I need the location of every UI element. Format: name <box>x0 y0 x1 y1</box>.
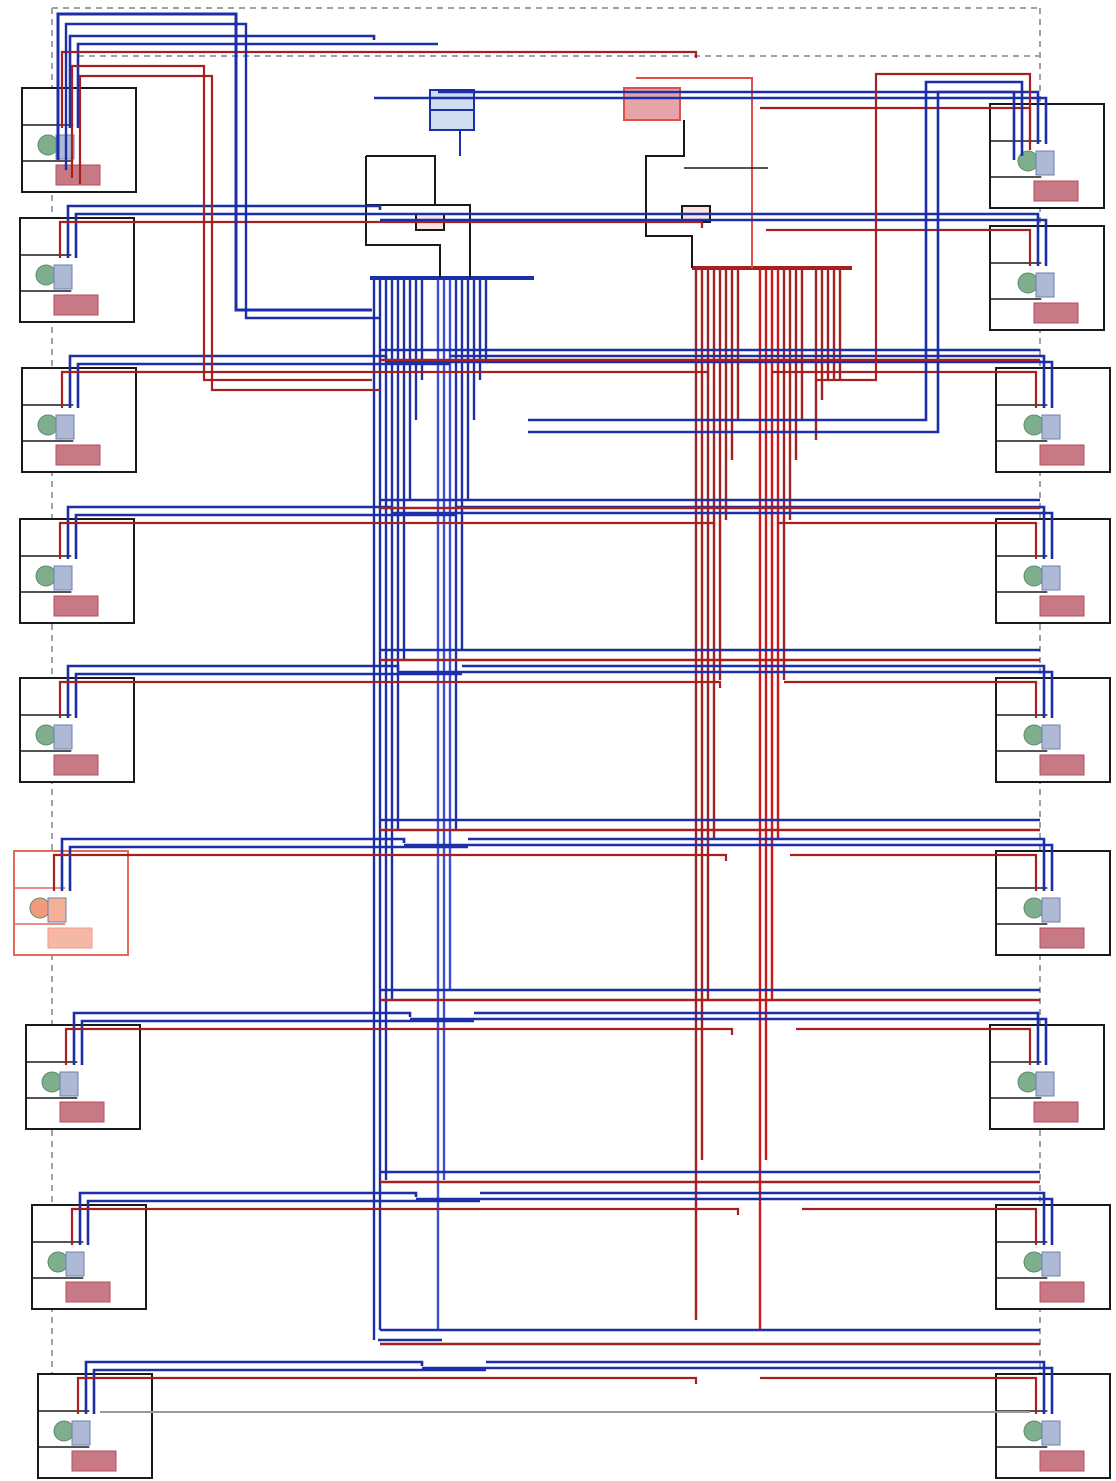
coil-icon <box>1036 151 1054 175</box>
coil-icon <box>54 265 72 289</box>
supply-branch-right <box>392 513 1052 559</box>
return-branch-left <box>62 52 696 128</box>
unit-nameplate-icon <box>56 445 100 465</box>
unit-nameplate-icon <box>1040 1282 1084 1302</box>
unit-nameplate-icon <box>1034 181 1078 201</box>
supply-main-top-right <box>528 82 1022 420</box>
fan-coil-icon <box>36 725 56 745</box>
coil-icon <box>1042 898 1060 922</box>
unit-nameplate-icon <box>54 596 98 616</box>
fan-coil-icon <box>1018 1072 1038 1092</box>
coil-icon <box>54 725 72 749</box>
coil-icon <box>56 415 74 439</box>
unit-nameplate-icon <box>1040 1451 1084 1471</box>
supply-branch-right <box>422 1368 1052 1414</box>
supply-branch-right <box>438 92 1038 144</box>
fan-coil-icon <box>30 898 50 918</box>
return-branch-left <box>72 1209 738 1245</box>
fan-coil-icon <box>48 1252 68 1272</box>
fan-coil-icon <box>1024 1252 1044 1272</box>
supply-branch-right <box>486 1362 1044 1414</box>
supply-branch-right <box>474 1013 1038 1065</box>
return-riser-bundle <box>692 268 852 1330</box>
unit-nameplate-icon <box>48 928 92 948</box>
unit-nameplate-icon <box>1040 928 1084 948</box>
fan-coil-icon <box>1024 898 1044 918</box>
supply-branch-right <box>450 356 1044 408</box>
unit-nameplate-icon <box>60 1102 104 1122</box>
return-branch-left <box>66 1029 732 1065</box>
supply-branch-right <box>468 839 1044 891</box>
coil-icon <box>48 898 66 922</box>
coil-icon <box>66 1252 84 1276</box>
supply-branch-right <box>462 666 1044 718</box>
coil-icon <box>1042 1421 1060 1445</box>
fan-coil-icon <box>1024 1421 1044 1441</box>
supply-branch-right <box>456 507 1044 559</box>
fan-coil-icon <box>36 566 56 586</box>
return-pump-loop <box>646 120 692 268</box>
supply-branch-right <box>404 845 1052 891</box>
unit-nameplate-icon <box>1034 303 1078 323</box>
fan-coil-icon <box>38 135 58 155</box>
return-branch-left <box>60 682 720 718</box>
fan-coil-icon <box>1024 725 1044 745</box>
coil-icon <box>1042 725 1060 749</box>
unit-nameplate-icon <box>56 165 100 185</box>
unit-nameplate-icon <box>54 295 98 315</box>
unit-nameplate-icon <box>1040 755 1084 775</box>
unit-nameplate-icon <box>66 1282 110 1302</box>
coil-icon <box>60 1072 78 1096</box>
unit-nameplate-icon <box>54 755 98 775</box>
unit-nameplate-icon <box>72 1451 116 1471</box>
supply-branch-right <box>410 1019 1046 1065</box>
coil-icon <box>1042 1252 1060 1276</box>
coil-icon <box>72 1421 90 1445</box>
return-branch-left <box>78 1378 696 1414</box>
supply-branch-right <box>416 1199 1052 1245</box>
unit-nameplate-icon <box>1040 445 1084 465</box>
return-branch-left <box>60 222 702 258</box>
supply-branch-right <box>380 220 1046 266</box>
fan-coil-icon <box>54 1421 74 1441</box>
supply-plant-equipment <box>366 90 474 278</box>
fan-coil-icon <box>42 1072 62 1092</box>
return-plant-equipment <box>624 78 768 268</box>
supply-branch-right <box>480 1193 1044 1245</box>
fan-coil-icon <box>1018 273 1038 293</box>
unit-nameplate-icon <box>1040 596 1084 616</box>
branch-piping <box>54 14 1052 1414</box>
coil-icon <box>1042 415 1060 439</box>
return-branch-right <box>760 1378 1036 1414</box>
return-branch-left <box>54 855 726 891</box>
fan-coil-icon <box>36 265 56 285</box>
fan-coil-icon <box>1024 566 1044 586</box>
supply-branch-right <box>398 672 1052 718</box>
fan-coil-icon <box>38 415 58 435</box>
fan-coil-icon <box>1024 415 1044 435</box>
supply-branch-left <box>70 847 468 891</box>
unit-nameplate-icon <box>1034 1102 1078 1122</box>
supply-riser-bundle <box>370 278 534 1340</box>
coil-icon <box>54 566 72 590</box>
supply-pump-loop <box>366 156 435 205</box>
coil-icon <box>1036 273 1054 297</box>
coil-icon <box>1036 1072 1054 1096</box>
coil-icon <box>1042 566 1060 590</box>
dashed-boundary-group <box>52 8 1046 1470</box>
